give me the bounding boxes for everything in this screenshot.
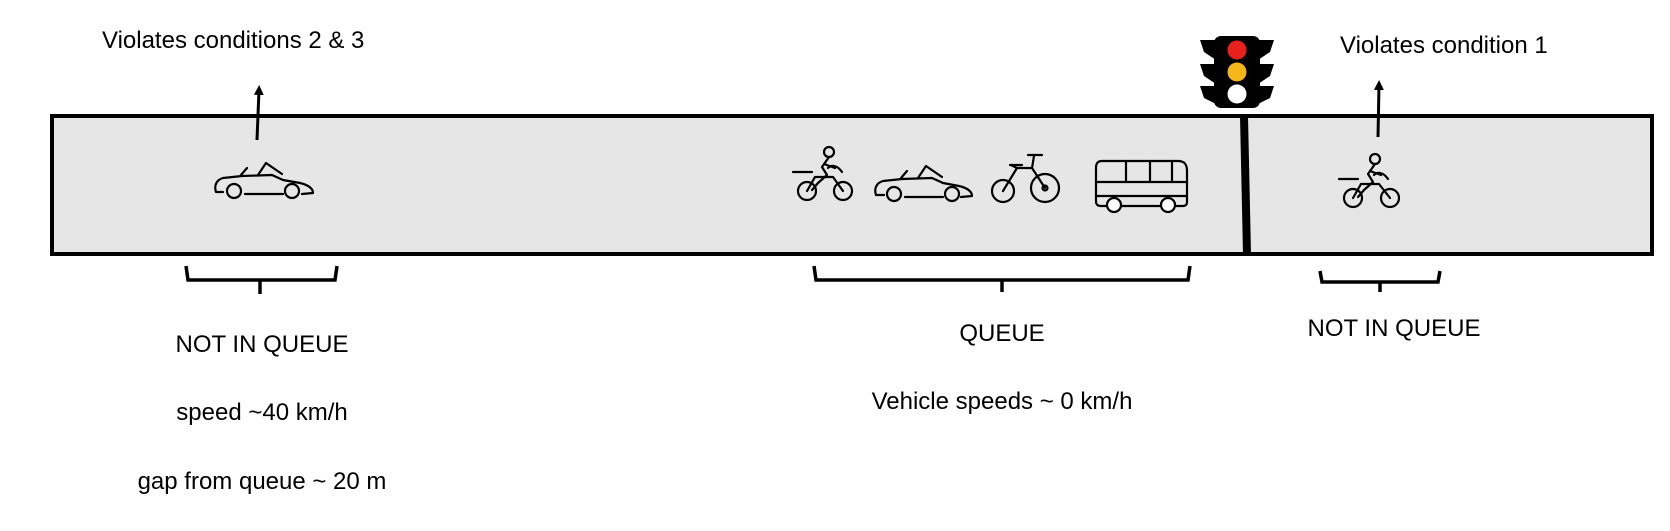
bicycle-icon xyxy=(990,153,1061,204)
bus-icon xyxy=(1094,159,1189,214)
queue-label: QUEUE xyxy=(959,320,1045,347)
amber-light xyxy=(1227,62,1247,82)
left-brace xyxy=(184,265,339,294)
right-brace xyxy=(1318,270,1442,292)
red-light xyxy=(1227,40,1247,60)
up-arrow-icon xyxy=(1373,80,1384,138)
up-arrow-icon xyxy=(253,85,264,141)
green-light-off xyxy=(1227,84,1247,104)
queue-brace xyxy=(812,265,1192,292)
right-status-label: NOT IN QUEUE xyxy=(1307,315,1481,342)
right-motorcycle-annotation: Violates condition 1 xyxy=(1340,32,1548,59)
left-car-annotation: Violates conditions 2 & 3 xyxy=(102,27,365,54)
road xyxy=(50,114,1654,256)
motorcycle-icon xyxy=(791,145,854,202)
traffic-light-icon xyxy=(1200,36,1274,108)
car-icon xyxy=(214,161,315,200)
left-gap-label: gap from queue ~ 20 m xyxy=(137,468,387,495)
car-icon xyxy=(874,164,974,203)
left-speed-label: speed ~40 km/h xyxy=(176,399,348,426)
left-status-label: NOT IN QUEUE xyxy=(175,331,349,358)
queue-speeds-label: Vehicle speeds ~ 0 km/h xyxy=(871,388,1133,415)
stop-line xyxy=(1240,115,1251,255)
motorcycle-icon xyxy=(1337,152,1401,209)
